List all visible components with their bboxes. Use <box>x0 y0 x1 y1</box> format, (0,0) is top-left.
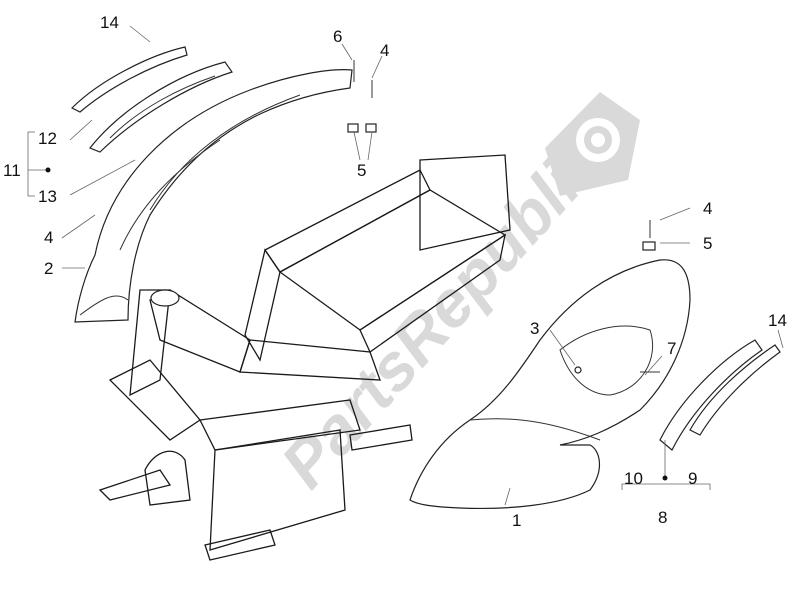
callout-12: 12 <box>38 129 57 148</box>
trim-strip-part-9 <box>689 344 781 436</box>
screw-icon <box>574 220 660 374</box>
callout-3: 3 <box>530 319 539 338</box>
rear-cover-part-2 <box>74 69 353 323</box>
callout-4-right: 4 <box>703 199 712 218</box>
trim-strip-part-10 <box>659 339 763 451</box>
callout-14-top: 14 <box>100 13 119 32</box>
callout-8: 8 <box>658 508 667 527</box>
callout-14-right: 14 <box>768 311 787 330</box>
frame-assembly <box>98 154 511 561</box>
leader-lines <box>27 25 784 506</box>
callout-4-top: 4 <box>380 41 389 60</box>
watermark-gear-icon <box>545 92 640 196</box>
callout-5-right: 5 <box>703 234 712 253</box>
callout-13: 13 <box>38 187 57 206</box>
trim-strip-part-12 <box>70 46 188 113</box>
callout-1: 1 <box>512 511 521 530</box>
callout-6: 6 <box>333 27 342 46</box>
callout-labels: 14 6 4 12 11 13 5 4 2 4 5 3 7 14 10 9 8 … <box>3 13 787 530</box>
callout-7: 7 <box>667 339 676 358</box>
screw-icon <box>347 60 377 133</box>
callout-4-left: 4 <box>44 228 53 247</box>
callout-2: 2 <box>44 259 53 278</box>
callout-11: 11 <box>3 161 21 180</box>
trim-strip-part-13 <box>89 61 233 153</box>
callout-9: 9 <box>688 469 697 488</box>
callout-5-top: 5 <box>357 161 366 180</box>
callout-10: 10 <box>624 469 643 488</box>
side-panel-part-1 <box>409 259 691 510</box>
